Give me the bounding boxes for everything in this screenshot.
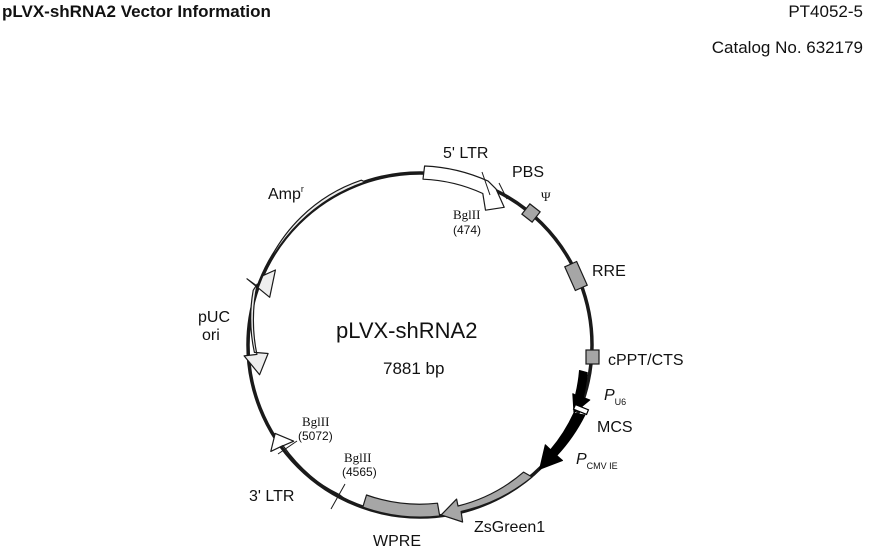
- psi-label: Ψ: [541, 189, 551, 204]
- document-title: pLVX-shRNA2 Vector Information: [2, 2, 271, 21]
- wpre-label: WPRE: [373, 533, 421, 549]
- bglii-4565-pos: (4565): [342, 465, 377, 479]
- wpre-box: [362, 494, 441, 518]
- psi-box: [521, 203, 541, 223]
- ltr-3-arrow: [270, 432, 346, 500]
- bglii-5072-pos: (5072): [298, 429, 333, 443]
- ltr-5-arrow: [422, 165, 505, 211]
- bglii-4565-name: BglII: [344, 450, 371, 465]
- ltr3-label: 3' LTR: [249, 488, 294, 505]
- pbs-mark: [498, 182, 508, 200]
- rre-box: [563, 260, 589, 292]
- plasmid-size: 7881 bp: [383, 359, 444, 378]
- cppt-box: [585, 349, 600, 365]
- bglii-5072-mark: [277, 440, 298, 455]
- plasmid-name: pLVX-shRNA2: [336, 318, 477, 343]
- pu6-arrow: [572, 370, 591, 414]
- amp-label: Ampr: [268, 184, 304, 203]
- puc-ori-arrow: [243, 283, 269, 376]
- ori-label: ori: [202, 327, 220, 344]
- zsgreen1-label: ZsGreen1: [474, 519, 545, 536]
- bglii-5072-name: BglII: [302, 414, 329, 429]
- rre-label: RRE: [592, 263, 626, 280]
- pcmv-label: PCMV IE: [576, 451, 618, 471]
- catalog-number: Catalog No. 632179: [711, 38, 863, 57]
- pu6-label: PU6: [604, 387, 626, 407]
- bglii-474-name: BglII: [453, 207, 480, 222]
- bglii-4565-mark: [330, 483, 346, 510]
- mcs-label: MCS: [597, 419, 633, 436]
- bglii-474-mark: [481, 171, 491, 196]
- bglii-474-pos: (474): [453, 223, 481, 237]
- amp-resistance-arrow: [246, 179, 366, 298]
- document-code: PT4052-5: [788, 2, 863, 21]
- puc-label: pUC: [198, 309, 230, 326]
- ltr5-label: 5' LTR: [443, 145, 488, 162]
- pcmv-arrow: [539, 412, 586, 470]
- pbs-label: PBS: [512, 164, 544, 181]
- mcs-box: [572, 403, 590, 416]
- cppt-label: cPPT/CTS: [608, 352, 684, 369]
- zsgreen1-arrow: [440, 471, 533, 523]
